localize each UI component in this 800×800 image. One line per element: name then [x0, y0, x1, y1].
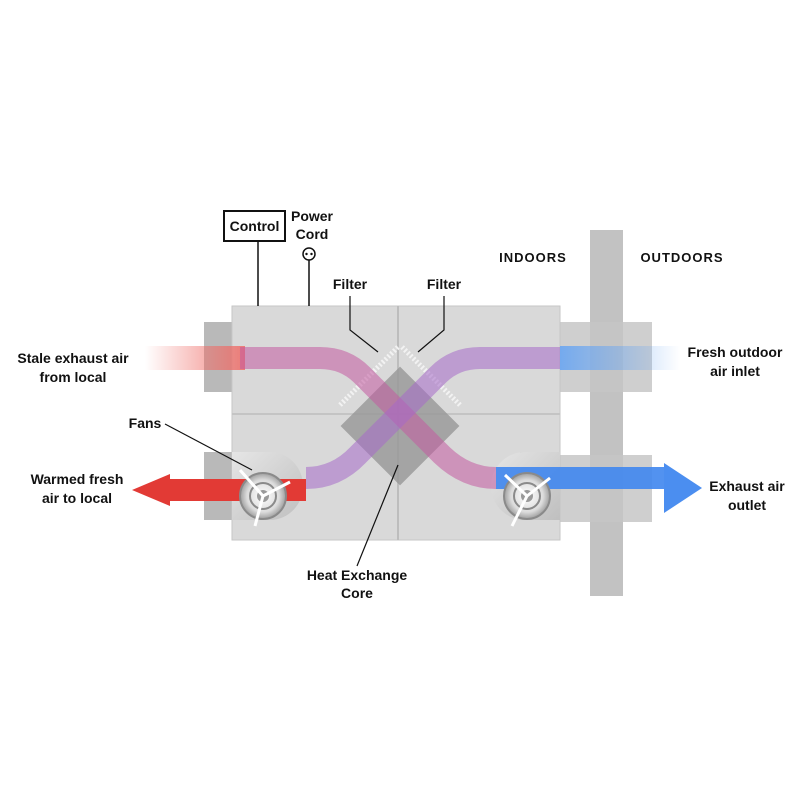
fans-leader	[164, 423, 253, 471]
power-cord-label-1: Power	[291, 208, 334, 224]
flow-fresh-inlet	[560, 346, 680, 370]
control-box	[223, 210, 286, 242]
fans-label: Fans	[129, 415, 162, 431]
filter-leader-left	[349, 296, 379, 353]
exhaust-outlet-label-1: Exhaust air	[709, 478, 785, 494]
core-label-2: Core	[341, 585, 373, 601]
flow-fresh-path	[305, 347, 560, 489]
core-label-1: Heat Exchange	[307, 567, 408, 583]
wall-front	[590, 230, 623, 596]
fresh-inlet-label-1: Fresh outdoor	[688, 344, 783, 360]
fan-left	[238, 469, 291, 527]
exhaust-outlet-label-2: outlet	[728, 497, 766, 513]
warmed-fresh-label-1: Warmed fresh	[31, 471, 124, 487]
power-cord-label-2: Cord	[296, 226, 329, 242]
flow-stale-inlet	[145, 346, 245, 370]
outdoors-label: OUTDOORS	[640, 250, 723, 265]
filter-label-left: Filter	[333, 276, 368, 292]
plug-icon	[302, 247, 316, 261]
flow-stale-path	[240, 347, 497, 489]
arrow-exhaust-outlet	[664, 463, 702, 513]
stale-exhaust-label-1: Stale exhaust air	[17, 350, 129, 366]
fan-right	[503, 472, 551, 527]
warmed-fresh-label-2: air to local	[42, 490, 112, 506]
arrow-warmed-fresh	[132, 474, 170, 506]
stale-exhaust-label-2: from local	[40, 369, 107, 385]
filter-label-right: Filter	[427, 276, 462, 292]
fresh-inlet-label-2: air inlet	[710, 363, 760, 379]
core-leader	[356, 464, 399, 567]
control-label: Control	[230, 218, 280, 234]
indoors-label: INDOORS	[499, 250, 567, 265]
filter-leader-right	[417, 296, 445, 353]
